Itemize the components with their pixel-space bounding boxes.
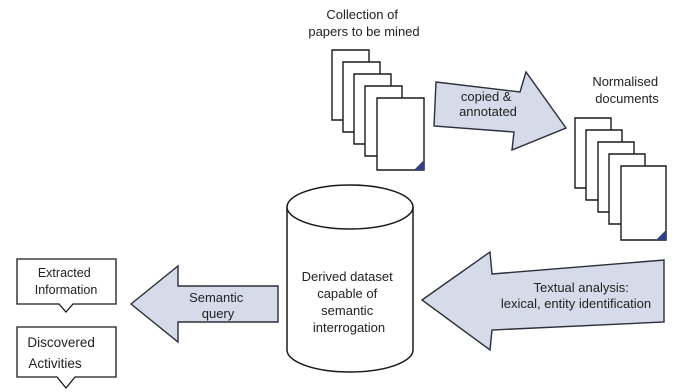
cylinder-top xyxy=(286,184,414,230)
textual-label: Textual analysis: lexical, entity identi… xyxy=(501,280,651,311)
page-corner-icon xyxy=(414,160,424,170)
collection-label-line-2: papers to be mined xyxy=(308,24,419,39)
normalised-label-line-2: documents xyxy=(595,91,659,106)
discovered-label-line-2: Activities xyxy=(28,356,82,371)
dataset-label-line-2: capable of xyxy=(317,286,377,301)
textual-label-line-1: Textual analysis: xyxy=(533,280,628,295)
page-corner-icon xyxy=(656,230,666,240)
semantic-query-arrow xyxy=(129,264,279,344)
copied-label-line-2: annotated xyxy=(459,104,517,119)
copied-annotated-arrow xyxy=(433,70,568,152)
normalised-label-line-1: Normalised xyxy=(592,74,658,89)
discovered-label: Discovered Activities xyxy=(27,335,98,371)
dataset-cylinder xyxy=(286,184,414,373)
copied-label-line-1: copied & xyxy=(461,89,512,104)
collection-label: Collection of papers to be mined xyxy=(308,7,419,39)
textual-label-line-2: lexical, entity identification xyxy=(501,296,651,311)
dataset-label: Derived dataset capable of semantic inte… xyxy=(302,269,397,335)
paper-stack-normalised xyxy=(574,117,667,241)
extracted-information-box xyxy=(16,258,117,313)
copied-label: copied & annotated xyxy=(459,89,517,119)
paper-stack-source xyxy=(331,49,425,171)
textual-analysis-arrow xyxy=(420,250,665,352)
cylinder-body xyxy=(286,207,414,373)
dataset-label-line-1: Derived dataset xyxy=(302,269,393,284)
normalised-label: Normalised documents xyxy=(592,74,661,106)
dataset-label-line-3: semantic xyxy=(321,303,374,318)
dataset-label-line-4: interrogation xyxy=(313,320,385,335)
semantic-label: Semantic query xyxy=(189,290,247,321)
extracted-label-line-2: Information xyxy=(35,283,98,297)
page-icon xyxy=(620,165,667,241)
discovered-activities-box xyxy=(16,326,117,390)
collection-label-line-1: Collection of xyxy=(326,7,398,22)
discovered-label-line-1: Discovered xyxy=(27,335,95,350)
semantic-label-line-1: Semantic xyxy=(189,290,244,305)
extracted-label: Extracted Information xyxy=(35,266,98,297)
extracted-label-line-1: Extracted xyxy=(38,266,91,280)
semantic-label-line-2: query xyxy=(202,306,235,321)
page-icon xyxy=(376,97,425,171)
